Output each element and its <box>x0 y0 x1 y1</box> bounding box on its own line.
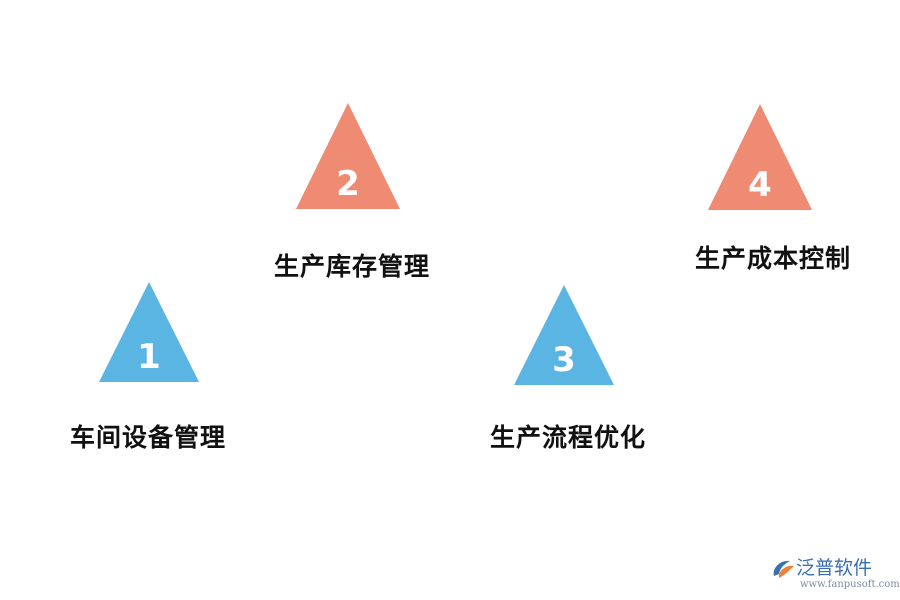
step-4-label: 生产成本控制 <box>695 244 852 273</box>
step-3-number: 3 <box>552 340 576 380</box>
triangle-4-shape <box>708 104 812 210</box>
fanpu-logo: 泛普软件 www.fanpusoft.com <box>770 552 900 598</box>
step-1-number: 1 <box>137 337 161 377</box>
triangle-3-shape <box>514 285 614 385</box>
logo-url: www.fanpusoft.com <box>800 579 900 590</box>
step-3-label: 生产流程优化 <box>490 423 647 452</box>
logo-name: 泛普软件 <box>796 557 873 579</box>
triangle-1-shape <box>99 282 199 382</box>
triangle-2-icon: 2 <box>296 103 400 209</box>
triangle-1-icon: 1 <box>99 282 199 382</box>
step-4-number: 4 <box>748 165 772 205</box>
fanpu-logo-icon <box>773 560 794 578</box>
step-2-label: 生产库存管理 <box>274 252 431 281</box>
step-1-label: 车间设备管理 <box>70 423 227 452</box>
triangle-2-shape <box>296 103 400 209</box>
triangle-4-icon: 4 <box>708 104 812 210</box>
step-2-number: 2 <box>336 164 360 204</box>
triangle-3-icon: 3 <box>514 285 614 385</box>
